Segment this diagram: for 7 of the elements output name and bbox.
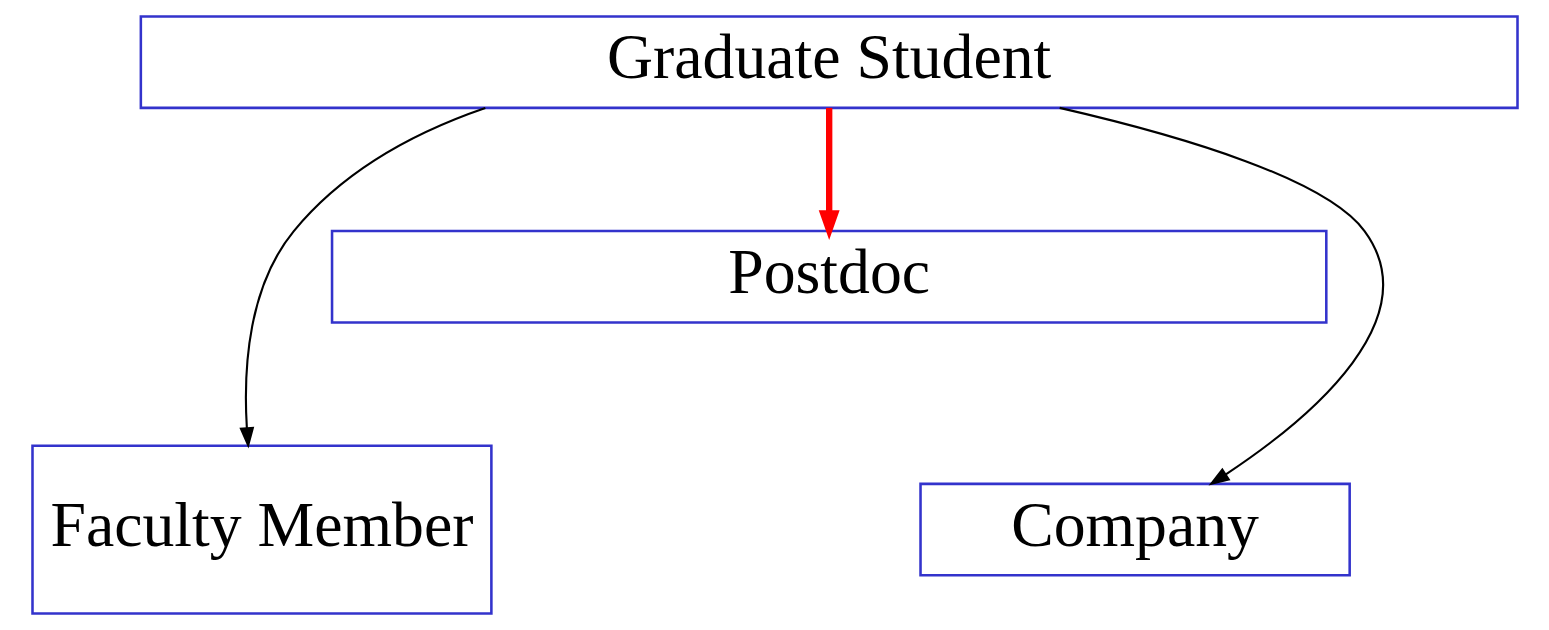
- node-box: Postdoc: [330, 229, 1328, 324]
- arrow: [818, 107, 840, 241]
- arrow: [1058, 106, 1383, 486]
- node-box: Faculty Member: [30, 444, 493, 615]
- arrow: [238, 107, 486, 449]
- node-box: Graduate Student: [139, 15, 1519, 110]
- node-box: Company: [918, 482, 1351, 577]
